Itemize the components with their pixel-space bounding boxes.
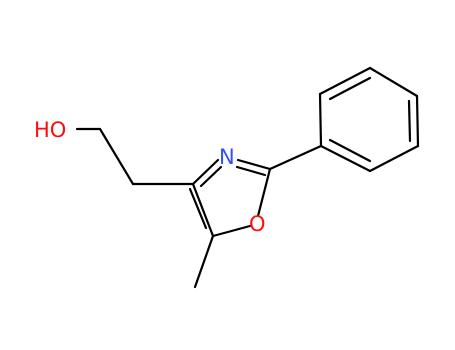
bond-c5-c4 xyxy=(191,182,215,238)
phenyl-double-2 xyxy=(407,99,412,143)
phenyl-double-3 xyxy=(328,138,372,163)
atom-label-nitrogen: N xyxy=(219,145,235,169)
phenyl-bond-2 xyxy=(318,66,372,96)
phenyl-bond-5 xyxy=(368,144,420,173)
bond-c2-n3-double xyxy=(235,165,267,177)
phenyl-bond-1 xyxy=(318,92,323,148)
bond-ch2-ch2 xyxy=(98,127,135,186)
phenyl-bond-4 xyxy=(415,94,420,148)
atom-label-hydroxyl: HO xyxy=(34,118,66,142)
bond-c2-o1 xyxy=(256,167,272,218)
bond-c5-methyl xyxy=(193,234,215,289)
phenyl-double-1 xyxy=(328,76,372,101)
phenyl-bond-3 xyxy=(368,66,419,98)
atom-label-oxygen: O xyxy=(249,212,266,236)
phenyl-bond-6 xyxy=(319,144,372,173)
bonds xyxy=(75,66,420,289)
bond-o1-c5 xyxy=(211,224,252,238)
bond-c4-n3-inner xyxy=(199,165,223,188)
bond-c5-c4-inner xyxy=(188,187,208,230)
bond-n3-c2 xyxy=(236,158,272,171)
bond-c2-phenyl xyxy=(268,144,323,171)
bond-c4-n3 xyxy=(191,158,220,186)
